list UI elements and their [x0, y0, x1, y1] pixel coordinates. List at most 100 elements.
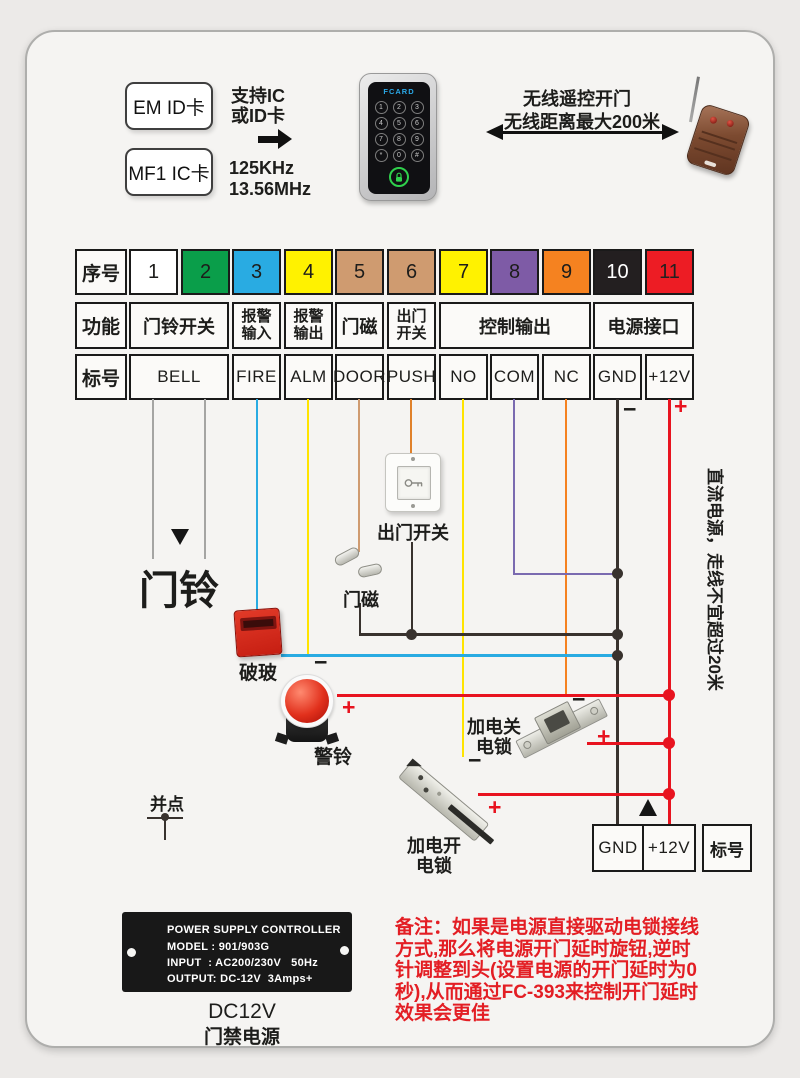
fn-doorbell-switch: 门铃开关 — [129, 302, 229, 349]
strike-lock-label: 加电关 电锁 — [467, 717, 521, 757]
bottom-gnd-box: GND — [592, 824, 644, 872]
fn-power-port: 电源接口 — [593, 302, 694, 349]
wire-gnd — [616, 399, 619, 824]
term-door: DOOR — [333, 354, 386, 400]
wire-nc — [565, 399, 567, 695]
lock-icon — [389, 167, 409, 187]
strike-minus-sign: − — [572, 686, 586, 712]
fn-alarm-output: 报警 输出 — [284, 302, 333, 349]
mf1-ic-card-label: MF1 IC卡 — [128, 163, 210, 185]
wire-push — [410, 399, 412, 454]
term-12v: +12V — [645, 354, 694, 400]
wire-com-gnd — [513, 573, 619, 575]
door-contact-device — [332, 545, 362, 568]
bolt-minus-sign: − — [468, 747, 482, 773]
fn-door-contact: 门磁 — [335, 302, 384, 349]
wire-fire — [256, 399, 258, 610]
key-4: 4 — [374, 116, 388, 130]
wire-glassbreak-gnd — [281, 654, 618, 657]
wire-12v — [668, 399, 671, 824]
junction-dot — [612, 650, 623, 661]
wireless-title: 无线遥控开门 — [523, 89, 631, 109]
wire-bolt-plus — [478, 793, 670, 796]
wire-doorcontact-drop — [359, 603, 361, 635]
wire-strike-plus — [587, 742, 670, 745]
key-3: 3 — [410, 100, 424, 114]
bottom-biaohao-box: 标号 — [702, 824, 752, 872]
row-header-xuhao: 序号 — [75, 249, 127, 295]
term-nc: NC — [542, 354, 591, 400]
alarmbell-minus-sign: − — [314, 649, 328, 675]
psu-model: MODEL : 901/903G — [167, 941, 270, 953]
key-icon — [397, 466, 431, 500]
alarmbell-plus-sign: + — [342, 694, 356, 720]
pin-10: 10 — [593, 249, 642, 295]
right-arrow-head-icon — [278, 129, 292, 149]
wire-exitbutton-drop — [411, 542, 413, 635]
glass-break-label: 破玻 — [238, 663, 277, 684]
term-gnd: GND — [593, 354, 642, 400]
brand-label: FCARD — [383, 87, 415, 96]
keypad-keys: 1 2 3 4 5 6 7 8 9 * 0 # — [372, 99, 426, 163]
row-header-biaohao: 标号 — [75, 354, 127, 400]
psu-caption-dc12v: DC12V — [208, 1000, 276, 1023]
em-id-card-label: EM ID卡 — [133, 97, 205, 119]
junction-dot — [612, 568, 623, 579]
dc-power-vertical-note: 直流电源，走线不宜超过20米 — [705, 468, 724, 691]
pin-5: 5 — [335, 249, 384, 295]
key-2: 2 — [392, 100, 406, 114]
em-id-card-box: EM ID卡 — [125, 82, 213, 130]
wire-door — [358, 399, 360, 552]
fn-alarm-input: 报警 输入 — [232, 302, 281, 349]
term-bell: BELL — [129, 354, 229, 400]
junction-legend-label: 并点 — [150, 795, 184, 814]
pin-9: 9 — [542, 249, 591, 295]
pin-11: 11 — [645, 249, 694, 295]
bolt-plus-sign: + — [488, 794, 502, 820]
key-9: 9 — [410, 132, 424, 146]
wire-bell-2 — [204, 399, 206, 559]
mf1-ic-card-box: MF1 IC卡 — [125, 148, 213, 196]
pin-1: 1 — [129, 249, 178, 295]
wire-common-gnd — [359, 633, 618, 636]
glass-break-device — [233, 607, 283, 658]
doorbell-label: 门铃 — [139, 569, 219, 613]
bolt-lock-label: 加电开 电锁 — [407, 836, 461, 876]
psu-title: POWER SUPPLY CONTROLLER — [167, 924, 341, 936]
screw-icon — [127, 948, 136, 957]
wire-bell-1 — [152, 399, 154, 559]
term-no: NO — [439, 354, 488, 400]
row-header-gongneng: 功能 — [75, 302, 127, 349]
junction-dot-red — [663, 737, 675, 749]
psu-input: INPUT : AC200/230V 50Hz — [167, 957, 319, 969]
card-support-text: 支持IC 或ID卡 — [231, 86, 285, 126]
key-0: 0 — [392, 148, 406, 162]
wire-no — [462, 399, 464, 757]
term-alm: ALM — [284, 354, 333, 400]
frequency-text: 125KHz 13.56MHz — [229, 158, 312, 199]
remark-note: 备注：如果是电源直接驱动电锁接线 方式,那么将电源开门延时旋钮,逆时 针调整到头… — [395, 917, 700, 1024]
key-hash: # — [410, 148, 424, 162]
key-6: 6 — [410, 116, 424, 130]
key-7: 7 — [374, 132, 388, 146]
term-com: COM — [490, 354, 539, 400]
down-arrow-icon — [171, 529, 189, 545]
key-star: * — [374, 148, 388, 162]
pin-2: 2 — [181, 249, 230, 295]
pin-7: 7 — [439, 249, 488, 295]
key-5: 5 — [392, 116, 406, 130]
alarm-bell-device — [274, 674, 340, 752]
psu-output: OUTPUT: DC-12V 3Amps+ — [167, 973, 313, 985]
keypad-device: FCARD 1 2 3 4 5 6 7 8 9 * 0 # — [359, 73, 437, 201]
diagram-panel: EM ID卡 MF1 IC卡 支持IC 或ID卡 125KHz 13.56MHz… — [25, 30, 775, 1048]
junction-dot — [612, 629, 623, 640]
fn-control-output: 控制输出 — [439, 302, 591, 349]
term-fire: FIRE — [232, 354, 281, 400]
wireless-range: 无线距离最大200米 — [503, 112, 661, 132]
junction-dot-red — [663, 788, 675, 800]
junction-dot-red — [663, 689, 675, 701]
term-push: PUSH — [387, 354, 436, 400]
pin-3: 3 — [232, 249, 281, 295]
exit-button-label: 出门开关 — [377, 523, 449, 543]
